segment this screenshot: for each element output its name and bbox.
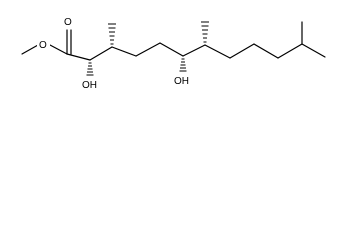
hashed-bond-c7-methyl — [201, 21, 209, 43]
bonds — [21, 21, 326, 61]
bond-c1-c2 — [66, 53, 91, 61]
structure-canvas: O O OH OH — [0, 0, 344, 104]
atom-labels: O O OH OH — [37, 15, 189, 91]
bond-c5-c6 — [159, 42, 184, 57]
molecule-diagram: O O OH OH — [21, 15, 326, 91]
bond-c4-c5 — [135, 42, 161, 57]
carbonyl-oxygen-label: O — [64, 17, 72, 28]
ester-oxygen-label: O — [39, 40, 47, 51]
bond-c8-c9 — [229, 43, 255, 59]
bond-c7-c8 — [204, 44, 231, 59]
bond-o-c1 — [49, 44, 68, 55]
bond-c10-c11 — [277, 43, 303, 59]
bond-methyl-o — [21, 44, 39, 55]
bond-c6-c7 — [182, 44, 206, 57]
bond-c9-c10 — [253, 43, 279, 59]
c6-hydroxyl-label: OH — [174, 76, 189, 87]
bond-c2-c3 — [89, 46, 113, 61]
c2-hydroxyl-label: OH — [82, 80, 97, 91]
hashed-bond-c6-oh — [179, 58, 187, 72]
hashed-bond-c2-oh — [86, 62, 94, 76]
bond-c11-c12 — [301, 43, 326, 58]
stereo-bonds — [86, 21, 209, 76]
bond-c3-c4 — [111, 46, 137, 57]
hashed-bond-c3-methyl — [108, 23, 116, 45]
